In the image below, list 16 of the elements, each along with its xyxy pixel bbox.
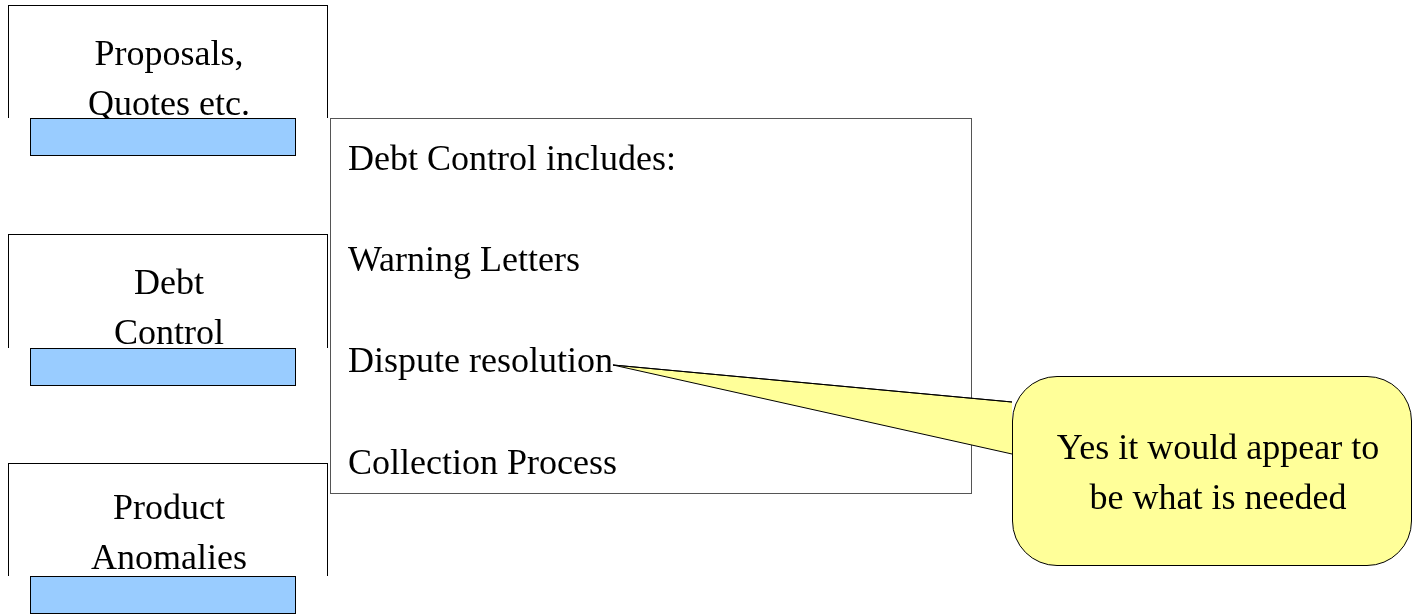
list-item: Warning Letters bbox=[348, 238, 580, 281]
process-box bbox=[8, 234, 328, 348]
list-item: Collection Process bbox=[348, 441, 617, 484]
box-label: Debt Control bbox=[113, 261, 225, 354]
process-box bbox=[8, 463, 328, 576]
list-item: Dispute resolution bbox=[348, 335, 613, 385]
tab-bar bbox=[30, 118, 296, 156]
callout-bubble bbox=[1012, 376, 1412, 566]
process-box bbox=[8, 5, 328, 118]
list-heading: Debt Control includes: bbox=[348, 137, 676, 180]
note-box bbox=[330, 118, 972, 494]
callout-text: Yes it would appear to be what is needed bbox=[1055, 426, 1381, 519]
box-label: Proposals, Quotes etc. bbox=[87, 32, 251, 125]
tab-bar bbox=[30, 348, 296, 386]
box-label: Product Anomalies bbox=[90, 486, 248, 579]
tab-bar bbox=[30, 576, 296, 614]
